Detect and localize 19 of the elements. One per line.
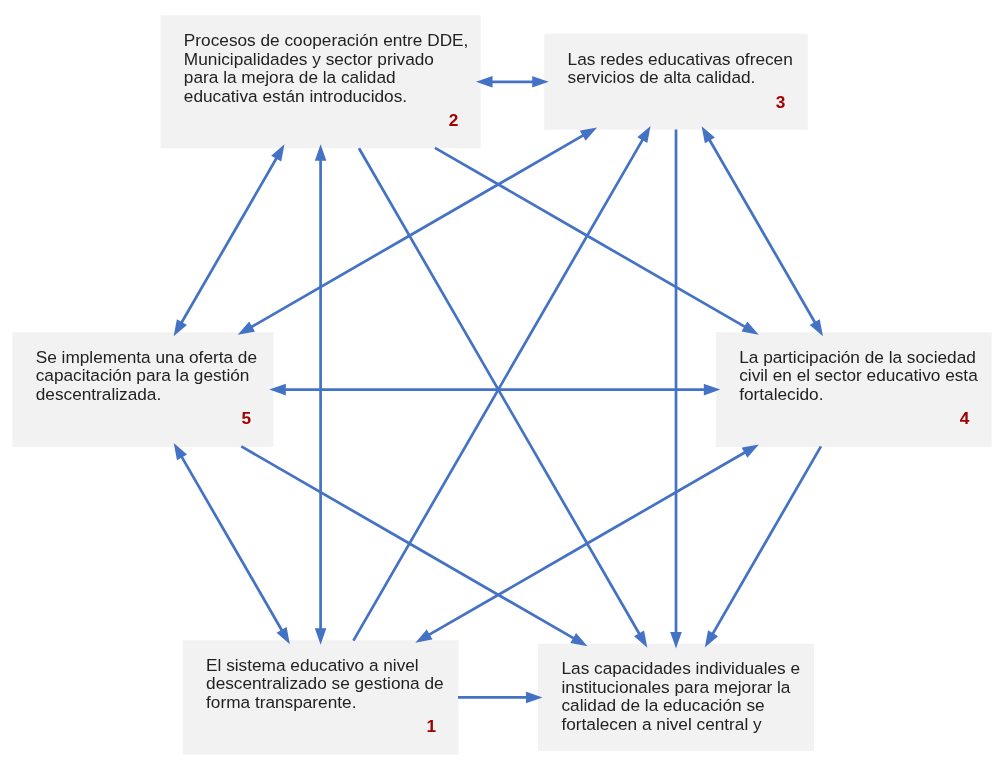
arrow <box>670 129 682 649</box>
arrow <box>704 445 823 648</box>
node-box: La participación de la sociedad civil en el sector educativo esta fortalecido. 4 <box>715 331 992 447</box>
arrow <box>314 143 327 645</box>
arrow <box>173 442 290 644</box>
arrow <box>173 143 285 336</box>
node-box: El sistema educativo a nivel descentralizado se gestiona de forma transparente. 1 <box>182 639 459 755</box>
node-box: Las capacidades individuales e institucionales para mejorar la calidad de la educación se fortalecen a nivel central y <box>538 643 814 751</box>
node-box: Las redes educativas ofrecen servicios de alta calidad. 3 <box>544 33 808 130</box>
node-box: Procesos de cooperación entre DDE, Municipalidades y sector privado para la mejora de la calidad educativa están introducidos. 2 <box>160 14 481 148</box>
node-box: Se implementa una oferta de capacitación para la gestión descentralizada. 5 <box>12 331 274 447</box>
arrow <box>458 691 543 703</box>
arrow <box>415 443 759 643</box>
arrow <box>434 146 759 335</box>
arrow <box>476 75 549 88</box>
arrow <box>701 125 823 336</box>
arrow <box>240 444 588 646</box>
arrow <box>269 383 721 395</box>
arrow <box>237 126 598 335</box>
